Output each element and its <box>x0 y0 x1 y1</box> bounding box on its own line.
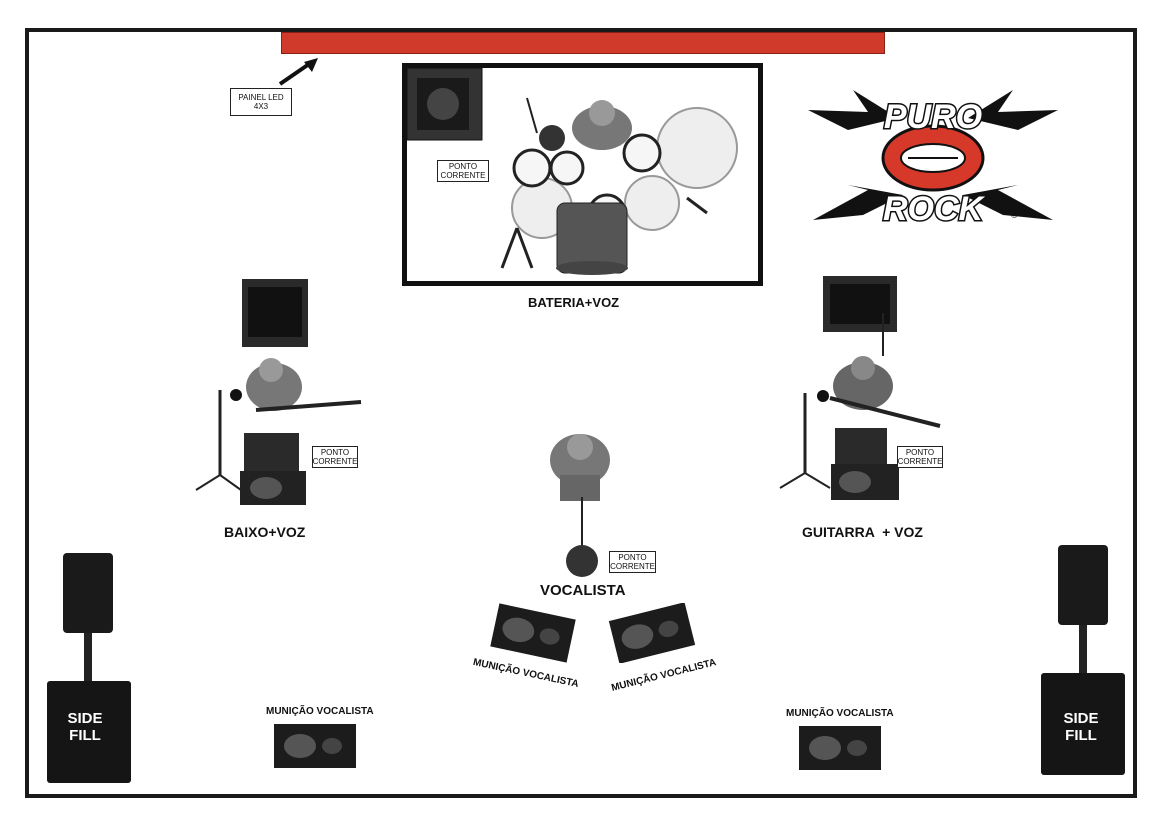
guitar-power-point: PONTO CORRENTE <box>897 446 943 468</box>
stage-frame <box>25 28 1137 798</box>
drums-label: BATERIA+VOZ <box>528 295 620 310</box>
monitor-wedge-right <box>799 726 881 770</box>
monitor-wedge-center-left <box>490 603 576 663</box>
bass-power-point: PONTO CORRENTE <box>312 446 358 468</box>
monitor-label-left: MUNIÇÃO VOCALISTA <box>266 706 374 717</box>
monitor-wedge-left <box>274 724 356 768</box>
monitor-wedge-center-right <box>608 603 696 663</box>
side-fill-left <box>47 553 131 783</box>
bass-label: BAIXO+VOZ <box>224 524 306 540</box>
logo-line2: ROCK <box>883 190 986 228</box>
vocalist-label: VOCALISTA <box>540 582 626 599</box>
drum-kit-illustration <box>406 67 738 275</box>
monitor-label-right: MUNIÇÃO VOCALISTA <box>786 708 894 719</box>
led-panel <box>281 32 885 54</box>
arrow-icon <box>278 58 318 86</box>
led-panel-label: PAINEL LED 4X3 <box>230 88 292 116</box>
bass-player-illustration <box>195 279 362 505</box>
vocalist-illustration <box>550 434 610 577</box>
vocal-power-point: PONTO CORRENTE <box>609 551 656 573</box>
puro-rock-logo: PURO ROCK ® <box>808 90 1058 230</box>
logo-line1: PURO <box>884 98 982 136</box>
drum-riser: PONTO CORRENTE <box>402 63 763 286</box>
guitar-player-illustration <box>779 276 941 500</box>
guitar-label: GUITARRA + VOZ <box>802 524 923 540</box>
drums-power-point: PONTO CORRENTE <box>437 160 489 182</box>
side-fill-left-label: SIDE FILL <box>67 710 103 744</box>
side-fill-right-label: SIDE FILL <box>1063 710 1099 744</box>
logo-registered-mark: ® <box>1011 210 1018 220</box>
side-fill-right <box>1041 545 1125 775</box>
